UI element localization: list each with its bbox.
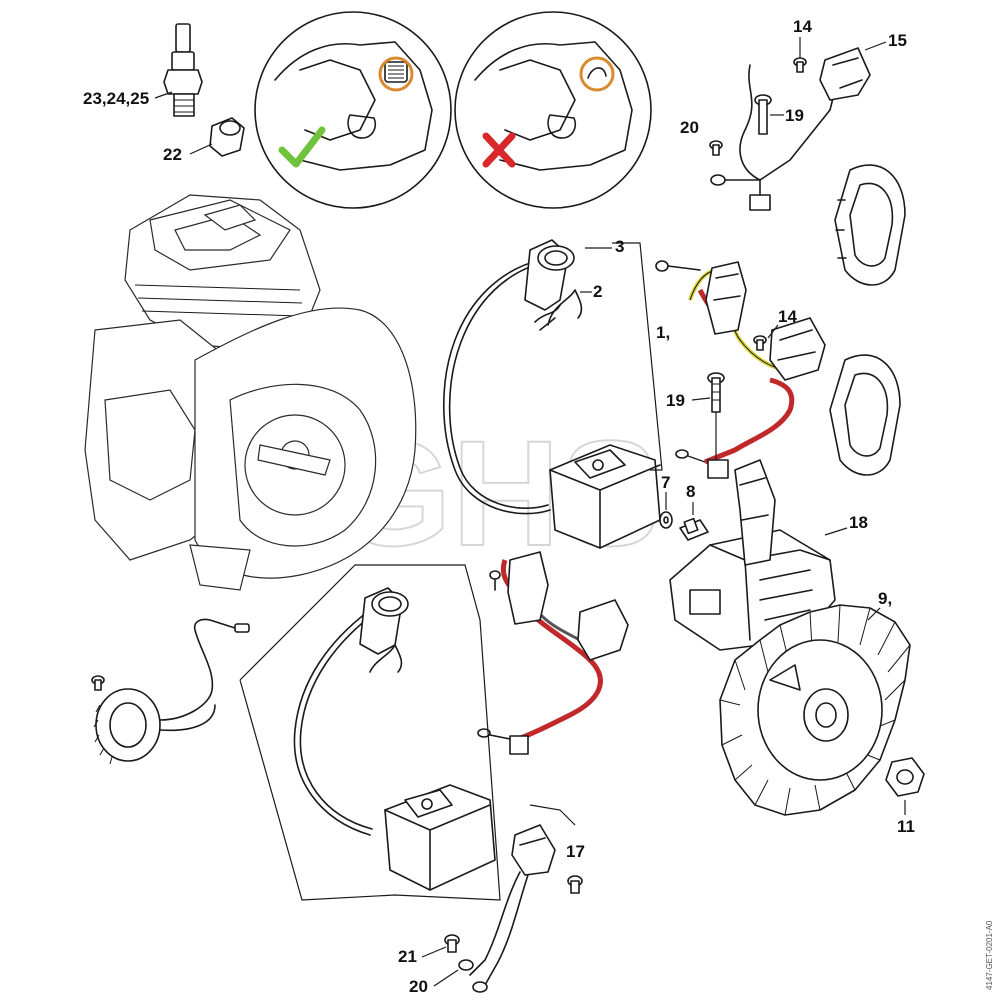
washer-7 [659,511,673,529]
engine-block [84,194,417,591]
bracket-17 [529,804,576,826]
screw-14-top [793,57,807,73]
callout-21: 21 [398,947,417,966]
callout-20-bottom: 20 [409,977,428,996]
handle-housing-middle [829,354,901,476]
callout-17: 17 [566,842,585,861]
callout-19-top: 19 [785,106,804,125]
callout-7: 7 [661,473,670,492]
plug-boot [209,117,245,157]
highlight-ring [378,56,414,92]
short-circuit-switch [769,317,826,381]
spark-plug [163,23,203,117]
wiring-harness-lower [477,551,629,755]
ignition-module-top [442,239,661,549]
callout-18: 18 [849,513,868,532]
screw-19-middle [707,372,725,413]
cross-icon [482,132,516,168]
bracket-1 [612,242,663,471]
connector-top [705,261,747,335]
highlight-ring [579,56,615,92]
callout-23-24-25: 23,24,25 [83,89,149,108]
screw-left [91,675,105,691]
screw-20-top [709,140,723,156]
check-icon [278,126,326,168]
ignition-module-lower [293,587,496,891]
callout-20-top: 20 [680,118,699,137]
callout-2: 2 [593,282,602,301]
inset-correct [254,11,452,209]
screw-17 [567,875,583,894]
short-circuit-wire-bottom [458,824,556,993]
callout-19-middle: 19 [666,391,685,410]
screw-14-middle [753,335,767,351]
inset-incorrect [454,11,652,209]
callout-14-top: 14 [793,17,812,36]
callout-8: 8 [686,482,695,501]
spring-clip [547,289,583,326]
ground-terminal [707,459,729,479]
drawing-code: 4147-GET-0201-A0 [985,920,994,990]
callout-22: 22 [163,145,182,164]
callout-14-middle: 14 [778,307,797,326]
callout-1: 1, [656,323,670,342]
short-circuit-wire-top [710,47,871,211]
screw-8 [679,517,709,541]
pickup-coil [93,618,250,765]
carrier-18 [669,459,836,651]
screw-19-top [754,94,772,135]
bolt-top-left [655,260,701,272]
lower-module-frame [239,564,501,901]
screw-21 [444,934,460,953]
nut-11 [885,757,925,797]
callout-9: 9, [878,589,892,608]
handle-housing-top [834,164,906,286]
flywheel [719,604,911,816]
callout-3: 3 [615,237,624,256]
callout-11: 11 [897,817,915,836]
callout-15: 15 [888,31,907,50]
